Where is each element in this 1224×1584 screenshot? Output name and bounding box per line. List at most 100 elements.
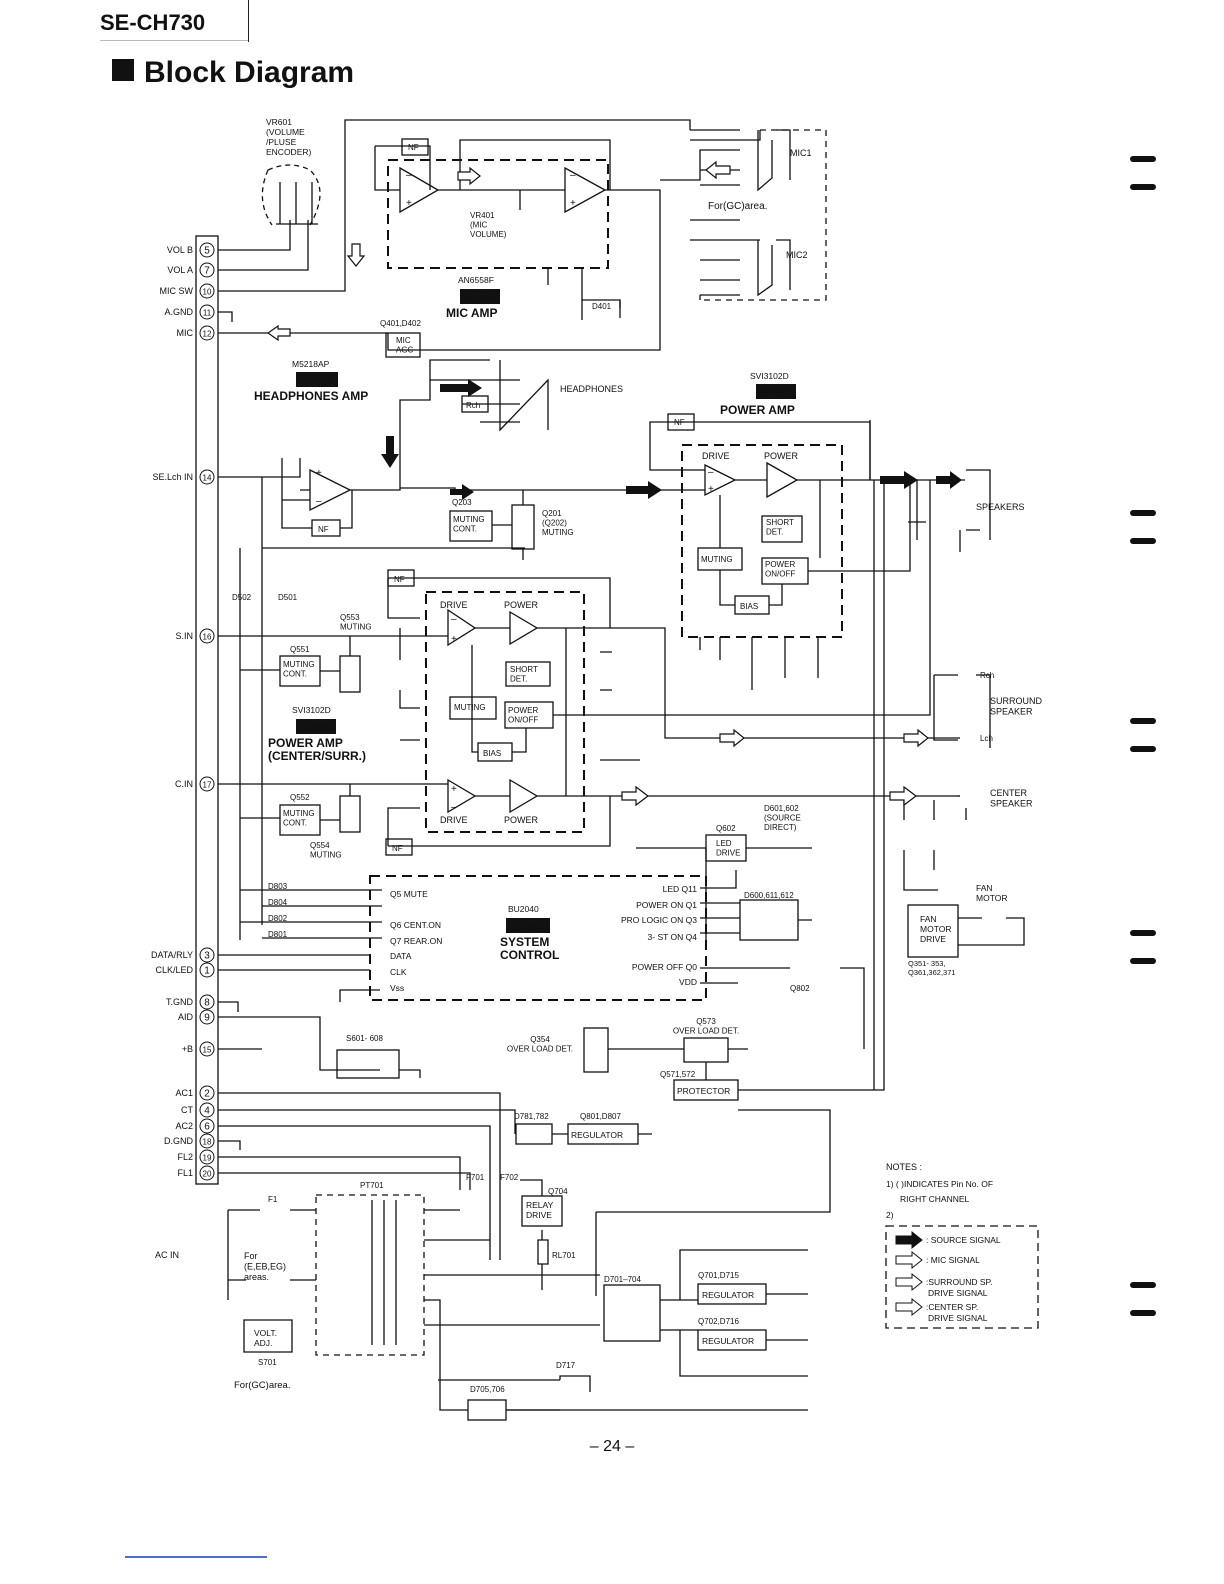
svg-text:+: + <box>451 784 457 795</box>
legend-text: DRIVE SIGNAL <box>928 1288 988 1298</box>
ic801-function: CONTROL <box>500 948 559 962</box>
ic-ref-badge <box>460 289 500 304</box>
page-number: – 24 – <box>589 1438 635 1455</box>
svg-text:–: – <box>406 170 412 181</box>
q553-label: Q553 <box>340 613 360 622</box>
ic501-short-det-box <box>761 515 803 543</box>
connector-pin-circle <box>199 628 215 644</box>
binding-mark <box>1130 930 1156 936</box>
connector-pin-circle <box>199 776 215 792</box>
q201-switch <box>511 504 535 550</box>
led-array-box <box>739 899 799 941</box>
ic801-pin-label: DATA <box>390 951 412 961</box>
ic551-function: POWER AMP <box>268 736 343 750</box>
ic801-pin-label: Q7 REAR.ON <box>390 936 442 946</box>
gc-area-label: For(GC)area. <box>234 1380 290 1391</box>
rch-label: Rch <box>466 401 480 410</box>
connector-pin-circle <box>199 962 215 978</box>
title-text: Block Diagram <box>144 56 355 89</box>
connector-pin-circle <box>199 1102 215 1118</box>
rch-box <box>461 395 489 413</box>
source-signal-arrow-icon <box>895 1230 923 1250</box>
connector-pin-circle <box>199 469 215 485</box>
s601-608-switch <box>336 1049 400 1079</box>
d401-label: D401 <box>592 302 612 311</box>
q551-label: Q551 <box>290 645 310 654</box>
muting-label: MUTING <box>454 703 486 712</box>
ic-ref-label: IC501 <box>760 385 792 399</box>
connector-pin-number: 15 <box>203 1046 212 1055</box>
s701-label: S701 <box>258 1358 277 1367</box>
diode-label: D803 <box>268 882 288 891</box>
svg-text:–: – <box>708 467 714 478</box>
led-drive-label: LED <box>716 839 732 848</box>
svg-text:+: + <box>570 198 576 209</box>
f701-label: F701 <box>466 1173 485 1182</box>
d781-label: D781,782 <box>514 1112 549 1121</box>
connector-pin-label: AC2 <box>175 1121 193 1131</box>
connector-pin-label: DATA/RLY <box>151 950 193 960</box>
vr401-label: VR401 <box>470 211 495 220</box>
muting-cont-label: MUTING <box>283 809 315 818</box>
connector-pin-circle <box>199 1041 215 1057</box>
protector-label: PROTECTOR <box>677 1086 730 1096</box>
lch-speaker-label: Lch <box>980 734 993 743</box>
q201-label: MUTING <box>542 528 574 537</box>
short-det-label: SHORT <box>766 518 794 527</box>
d717-label: D717 <box>556 1361 576 1370</box>
connector-pin-label: +B <box>182 1044 193 1054</box>
binding-mark <box>1130 746 1156 752</box>
for-eb-label: For <box>244 1251 258 1261</box>
q702-label: Q702,D716 <box>698 1317 739 1326</box>
fan-motor-drive-label: DRIVE <box>920 934 946 944</box>
connector-pin-circle <box>199 1009 215 1025</box>
connector-pin-number: 7 <box>204 266 210 277</box>
relay-drive-label: RELAY <box>526 1200 554 1210</box>
header-rule <box>248 0 249 42</box>
volt-adj-label: VOLT. <box>254 1328 277 1338</box>
ac-in-label: AC IN <box>155 1250 179 1260</box>
for-eb-label: (E,EB,EG) <box>244 1262 286 1272</box>
nf-label: NF <box>394 575 405 584</box>
f1-label: F1 <box>268 1195 278 1204</box>
regulator-label: REGULATOR <box>702 1290 754 1300</box>
q701-label: Q701,D715 <box>698 1271 739 1280</box>
ic801-pin-label: LED Q11 <box>663 884 698 894</box>
svg-text:–: – <box>316 496 322 507</box>
mic-agc-label: AGC <box>396 346 414 355</box>
connector-pin-label: MIC SW <box>160 286 194 296</box>
connector-strip <box>195 235 219 1185</box>
ic801-pin-label: PRO LOGIC ON Q3 <box>621 915 697 925</box>
diode-label: D802 <box>268 914 288 923</box>
connector-pin-number: 6 <box>204 1122 210 1133</box>
ic501-part: SVI3102D <box>750 371 789 381</box>
binding-mark <box>1130 184 1156 190</box>
connector-pin-label: CLK/LED <box>155 965 193 975</box>
surround-speaker-label: SURROUND <box>990 696 1043 706</box>
connector-pin-label: FL1 <box>177 1168 193 1178</box>
connector-pin-circle <box>199 304 215 320</box>
connector-pin-label: VOL A <box>167 265 193 275</box>
short-det-label: SHORT <box>510 665 538 674</box>
ic-ref-badge <box>296 719 336 734</box>
svg-text:+: + <box>406 198 412 209</box>
center-drive-arrow-icon <box>895 1297 923 1317</box>
q573-switch <box>683 1037 729 1063</box>
connector-pin-circle <box>199 994 215 1010</box>
power-onoff-label: ON/OFF <box>508 716 538 725</box>
mic-agc-box <box>385 332 421 358</box>
ic-ref-badge <box>506 918 550 933</box>
drive-label: DRIVE <box>440 600 468 610</box>
notes-legend-box <box>885 1225 1039 1329</box>
gc-area-label: For(GC)area. <box>708 201 767 212</box>
svg-text:–: – <box>570 170 576 181</box>
ic801-pin-label: VDD <box>679 977 697 987</box>
binding-mark <box>1130 718 1156 724</box>
drive-label: DRIVE <box>702 451 730 461</box>
d705-label: D705,706 <box>470 1385 505 1394</box>
q552-label: Q552 <box>290 793 310 802</box>
nf-label: NF <box>408 143 419 152</box>
svg-text:+: + <box>316 468 322 479</box>
connector-pin-label: CT <box>181 1105 193 1115</box>
s601-label: S601- 608 <box>346 1034 383 1043</box>
